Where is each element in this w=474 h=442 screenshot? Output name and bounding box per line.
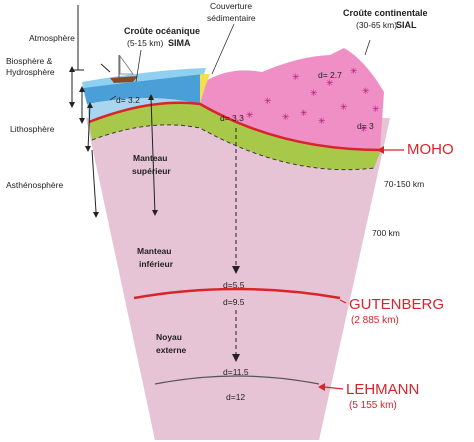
svg-text:✳: ✳ xyxy=(318,116,326,126)
svg-text:✳: ✳ xyxy=(292,72,300,82)
density-upper-mantle: d= 3.3 xyxy=(220,113,244,123)
sediment-label-line2: sédimentaire xyxy=(207,13,256,23)
lehmann-depth-label: (5 155 km) xyxy=(349,400,397,411)
lehmann-label: LEHMANN xyxy=(346,381,419,398)
biosphere-label-line2: Hydrosphère xyxy=(6,67,55,77)
svg-text:✳: ✳ xyxy=(246,110,254,120)
density-lower-mantle-base: d=5.5 xyxy=(223,280,245,290)
svg-text:✳: ✳ xyxy=(340,102,348,112)
lithosphere-label: Lithosphère xyxy=(10,124,55,134)
svg-text:✳: ✳ xyxy=(350,66,358,76)
density-outer-core-top: d=9.5 xyxy=(223,297,245,307)
depth-mantle-transition: 700 km xyxy=(372,228,400,238)
continental-crust-title: Croûte continentale xyxy=(343,8,428,18)
boundary-arrows xyxy=(318,146,404,391)
density-inner-core: d=12 xyxy=(226,392,245,402)
upper-mantle-label-line1: Manteau xyxy=(133,153,167,163)
asthenosphere-label: Asthénosphère xyxy=(6,180,63,190)
oceanic-crust-layer xyxy=(87,98,200,122)
atmosphere-label: Atmosphère xyxy=(29,33,75,43)
atmosphere-band xyxy=(82,68,206,88)
continental-crust-code: SIAL xyxy=(396,20,417,30)
density-ocean-crust: d= 3.2 xyxy=(116,95,140,105)
svg-text:✳: ✳ xyxy=(310,88,318,98)
density-continental-bottom: d= 3 xyxy=(357,121,374,131)
sailboat-icon xyxy=(110,54,138,83)
oceanic-crust-title: Croûte océanique xyxy=(124,26,200,36)
depth-asthenosphere-base: 70-150 km xyxy=(384,179,424,189)
crust-star-icons: ✳ ✳ ✳ ✳ ✳ ✳ ✳ ✳ ✳ ✳ ✳ ✳ ✳ xyxy=(246,66,380,134)
left-brackets xyxy=(69,5,158,218)
svg-text:✳: ✳ xyxy=(300,108,308,118)
asthenosphere-layer xyxy=(86,118,390,440)
gutenberg-label: GUTENBERG xyxy=(349,296,444,313)
svg-text:✳: ✳ xyxy=(360,124,368,134)
outer-core-label-line2: externe xyxy=(156,345,187,355)
lithospheric-mantle-layer xyxy=(89,102,381,170)
sediment-label-line1: Couverture xyxy=(210,1,252,11)
svg-text:✳: ✳ xyxy=(264,96,272,106)
continental-crust-layer xyxy=(200,48,384,150)
lower-mantle-label-line2: inférieur xyxy=(139,259,174,269)
oceanic-crust-range: (5-15 km) xyxy=(127,38,164,48)
svg-text:✳: ✳ xyxy=(362,86,370,96)
density-continental-top: d= 2.7 xyxy=(318,70,342,80)
svg-text:✳: ✳ xyxy=(372,104,380,114)
moho-line xyxy=(88,101,382,152)
outer-core-label-line1: Noyau xyxy=(156,332,182,342)
continental-crust-range: (30-65 km) xyxy=(356,20,397,30)
moho-label: MOHO xyxy=(407,141,454,158)
oceanic-crust-code: SIMA xyxy=(168,38,191,48)
biosphere-label-line1: Biosphère & xyxy=(6,56,53,66)
lehmann-line xyxy=(154,375,320,385)
lower-mantle-label-line1: Manteau xyxy=(137,246,171,256)
svg-text:✳: ✳ xyxy=(326,78,334,88)
ocean-water xyxy=(83,74,200,104)
depth-arrows xyxy=(232,128,240,362)
svg-text:✳: ✳ xyxy=(282,112,290,122)
upper-mantle-label-line2: supérieur xyxy=(132,166,171,176)
density-outer-core-base: d=11.5 xyxy=(223,367,249,377)
gutenberg-depth-label: (2 885 km) xyxy=(351,315,399,326)
gutenberg-line xyxy=(133,287,341,300)
leader-lines xyxy=(109,23,371,101)
